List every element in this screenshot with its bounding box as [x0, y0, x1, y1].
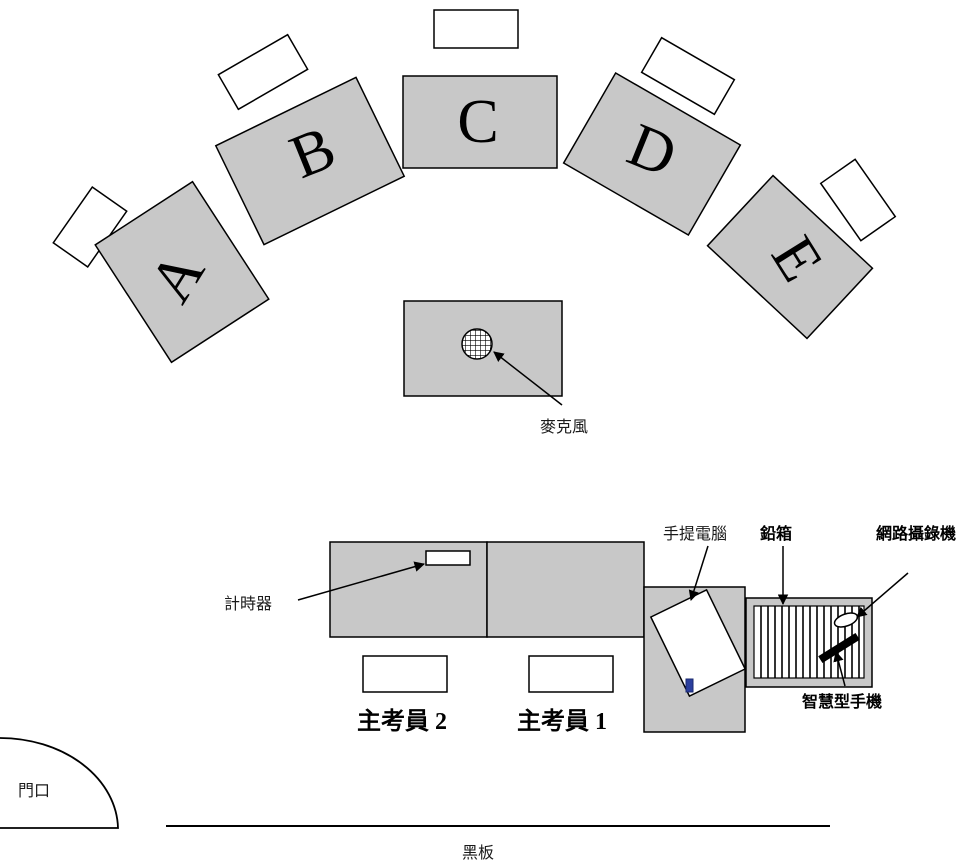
pencil-box-stripes: [760, 606, 860, 678]
microphone-icon: [461, 328, 493, 360]
examiner-2-label: 主考員 2: [357, 708, 447, 735]
smartphone-pointer-arrow: [833, 650, 846, 687]
seat-c: C: [402, 9, 558, 169]
laptop-pointer-arrow: [688, 545, 709, 602]
seat-c-desk: [402, 75, 558, 169]
laptop-icon: [649, 588, 747, 698]
microphone-pointer-arrow: [493, 351, 563, 406]
laptop-station: 手提電腦: [643, 524, 747, 733]
smartphone-label: 智慧型手機: [802, 692, 882, 711]
pencil-box-label: 鉛箱: [760, 524, 792, 543]
examiner-table-group: 計時器 主考員 2 主考員 1: [224, 541, 645, 735]
seat-d-desk: [562, 71, 742, 237]
candidate-seating-arc: A B C D: [52, 9, 897, 364]
seat-e-chair: [819, 158, 897, 242]
examiner-2-chair: [362, 655, 448, 693]
seat-e: E: [706, 158, 897, 340]
examiner-table-right: [486, 541, 645, 638]
timer-label: 計時器: [224, 594, 272, 613]
webcam-pointer-arrow: [856, 572, 909, 618]
smartphone-icon: [818, 632, 860, 664]
examiner-1-label: 主考員 1: [517, 708, 607, 735]
seat-c-letter: C: [457, 88, 498, 156]
pencil-box-station: 鉛箱 網路攝錄機 智慧型手機: [745, 524, 956, 711]
seat-d-chair: [640, 36, 736, 116]
seat-b-chair: [217, 33, 309, 111]
seat-e-desk: [706, 174, 874, 340]
seat-c-chair: [433, 9, 519, 49]
door-label: 門口: [18, 781, 50, 800]
seat-b: B: [214, 33, 406, 246]
door-swing-icon: [0, 737, 119, 829]
blackboard-label: 黑板: [462, 843, 494, 862]
seat-b-desk: [214, 76, 406, 246]
microphone-table: 麥克風: [403, 300, 588, 436]
door: 門口: [0, 737, 119, 829]
timer-pointer-arrow: [297, 561, 426, 601]
pen-icon: [685, 678, 694, 693]
laptop-label: 手提電腦: [663, 524, 727, 543]
blackboard: 黑板: [166, 825, 830, 862]
webcam-label: 網路攝錄機: [876, 524, 956, 543]
examiner-1-chair: [528, 655, 614, 693]
seat-a: A: [52, 180, 270, 364]
seat-a-desk: [94, 180, 270, 364]
seat-d: D: [562, 36, 742, 237]
microphone-label: 麥克風: [540, 417, 588, 436]
timer-icon: [425, 550, 471, 566]
